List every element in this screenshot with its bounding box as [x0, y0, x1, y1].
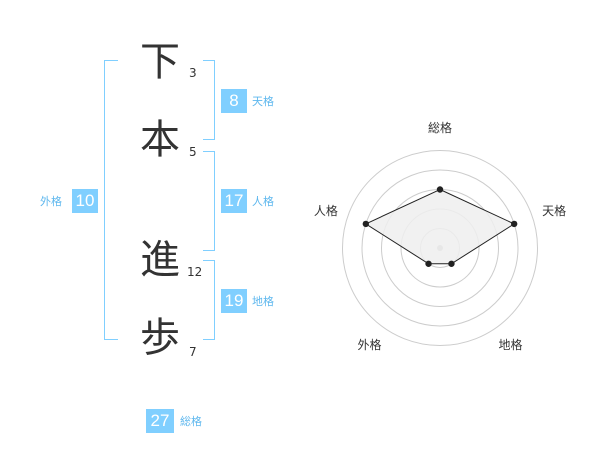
soukaku-label: 総格: [180, 415, 202, 428]
stroke-count-1: 3: [189, 66, 197, 80]
tenkaku-label: 天格: [252, 95, 274, 108]
radar-point-5: [362, 220, 370, 228]
soukaku-value: 27: [146, 409, 174, 433]
radar-axis-label-2: 天格: [542, 203, 566, 218]
radar-axis-label-5: 人格: [314, 203, 338, 218]
chikaku-bracket: [203, 260, 215, 340]
radar-axis-label-3: 地格: [499, 337, 523, 352]
radar-polygon: [364, 188, 516, 265]
name-char-3: 進: [140, 237, 180, 283]
radar-point-2: [510, 220, 518, 228]
radar-axis-label-1: 総格: [428, 120, 452, 135]
gaikaku-bracket: [104, 60, 118, 340]
jinkaku-label: 人格: [252, 195, 274, 208]
tenkaku-value: 8: [221, 89, 247, 113]
radar-ring-4: [361, 169, 519, 327]
chikaku-value: 19: [221, 289, 247, 313]
name-char-4: 歩: [140, 315, 180, 361]
radar-ring-5: [342, 150, 538, 346]
chikaku-label: 地格: [252, 295, 274, 308]
radar-axis-label-4: 外格: [357, 337, 381, 352]
gaikaku-value: 10: [72, 189, 98, 213]
jinkaku-value: 17: [221, 189, 247, 213]
name-char-2: 本: [140, 117, 180, 163]
name-char-1: 下: [140, 39, 180, 85]
stroke-count-2: 5: [189, 145, 197, 159]
stroke-count-4: 7: [189, 345, 197, 359]
radar-point-1: [436, 186, 444, 193]
tenkaku-bracket: [203, 60, 215, 140]
stroke-count-3: 12: [187, 265, 203, 279]
jinkaku-bracket: [203, 151, 215, 251]
gaikaku-label: 外格: [40, 195, 62, 208]
radar-point-4: [425, 260, 432, 267]
radar-point-3: [448, 260, 455, 267]
